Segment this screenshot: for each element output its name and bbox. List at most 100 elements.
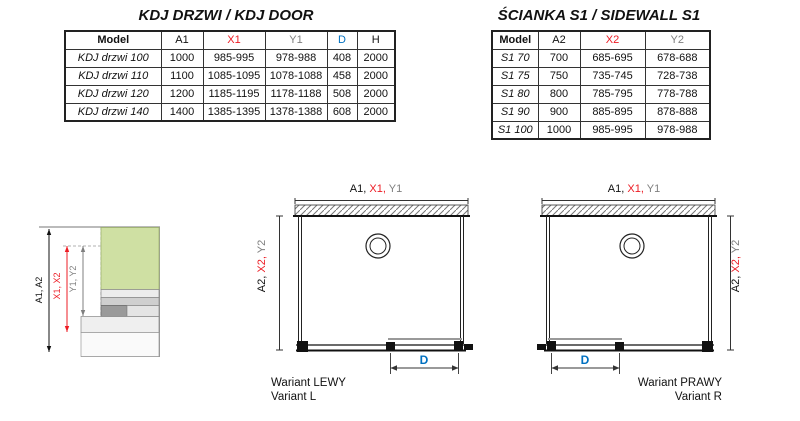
profile-layers bbox=[80, 289, 160, 357]
cell: 685-695 bbox=[579, 48, 646, 68]
cell-model: S1 100 bbox=[491, 120, 539, 140]
cell: 785-795 bbox=[579, 84, 646, 104]
cell: 1000 bbox=[537, 120, 581, 140]
variant-right-diagram: A1, X1, Y1 A2, X2, Y2 bbox=[528, 183, 742, 383]
variant-left-diagram: A1, X1, Y1 A2, X2, Y2 bbox=[256, 183, 482, 383]
cell: 978-988 bbox=[264, 48, 328, 68]
caption-line: Wariant PRAWY bbox=[637, 377, 722, 389]
sidewall-spec-table: Model A2 X2 Y2 S1 70 700 685-695 678-688… bbox=[491, 30, 711, 140]
top-dimension-label: A1, X1, Y1 bbox=[528, 183, 740, 195]
cell: 700 bbox=[537, 48, 581, 68]
cell: 678-688 bbox=[644, 48, 711, 68]
label-a1: A1, bbox=[349, 183, 367, 195]
glass-walls bbox=[546, 216, 712, 344]
cell: 1000 bbox=[160, 48, 204, 68]
cell: 900 bbox=[537, 102, 581, 122]
label-a1: A1, bbox=[607, 183, 625, 195]
col-header-model: Model bbox=[64, 30, 162, 50]
table-row: S1 75 750 735-745 728-738 bbox=[491, 66, 711, 86]
cell: 778-788 bbox=[644, 84, 711, 104]
cell: 728-738 bbox=[644, 66, 711, 86]
cell: 2000 bbox=[356, 48, 396, 68]
profile-detail-drawing: A1, A2 X1, X2 Y1, Y2 bbox=[34, 226, 160, 357]
cell-model: S1 75 bbox=[491, 66, 539, 86]
cell: 1185-1195 bbox=[202, 84, 266, 104]
cell: 800 bbox=[537, 84, 581, 104]
top-dimension-label: A1, X1, Y1 bbox=[270, 183, 482, 195]
table-row: KDJ drzwi 120 1200 1185-1195 1178-1188 5… bbox=[64, 84, 396, 104]
table-row: S1 100 1000 985-995 978-988 bbox=[491, 120, 711, 140]
sidewall-header-row: Model A2 X2 Y2 bbox=[491, 30, 711, 50]
table-row: S1 90 900 885-895 878-888 bbox=[491, 102, 711, 122]
variant-left-drawing: D bbox=[276, 198, 473, 374]
cell: 1200 bbox=[160, 84, 204, 104]
cell: 1400 bbox=[160, 102, 204, 122]
cell: 458 bbox=[326, 66, 358, 86]
dimension-x: X1, X2 bbox=[52, 246, 70, 332]
label-x2: X2, bbox=[256, 256, 268, 273]
profile-section-detail: A1, A2 X1, X2 Y1, Y2 bbox=[33, 222, 163, 362]
side-dimension-line bbox=[727, 215, 734, 351]
wall-tile-area bbox=[100, 227, 160, 290]
wall-section bbox=[293, 204, 470, 217]
table-row: S1 80 800 785-795 778-788 bbox=[491, 84, 711, 104]
cell-model: S1 80 bbox=[491, 84, 539, 104]
col-header-a2: A2 bbox=[537, 30, 581, 50]
cell-model: KDJ drzwi 110 bbox=[64, 66, 162, 86]
col-header-y2: Y2 bbox=[644, 30, 711, 50]
door-rail bbox=[296, 338, 473, 352]
door-rail bbox=[537, 338, 714, 352]
cell: 608 bbox=[326, 102, 358, 122]
col-header-x1: X1 bbox=[202, 30, 266, 50]
cell: 985-995 bbox=[579, 120, 646, 140]
label-y2: Y2 bbox=[256, 239, 268, 254]
label-a2: A2, bbox=[256, 275, 268, 293]
cell: 2000 bbox=[356, 84, 396, 104]
top-dimension-line bbox=[541, 198, 716, 204]
col-header-a1: A1 bbox=[160, 30, 204, 50]
cell-model: S1 70 bbox=[491, 48, 539, 68]
table-row: KDJ drzwi 100 1000 985-995 978-988 408 2… bbox=[64, 48, 396, 68]
col-header-d: D bbox=[326, 30, 358, 50]
col-header-y1: Y1 bbox=[264, 30, 328, 50]
cell: 1085-1095 bbox=[202, 66, 266, 86]
table-row: KDJ drzwi 140 1400 1385-1395 1378-1388 6… bbox=[64, 102, 396, 122]
label-y1: Y1 bbox=[646, 183, 661, 195]
cell: 985-995 bbox=[202, 48, 266, 68]
cell: 408 bbox=[326, 48, 358, 68]
cell-model: KDJ drzwi 120 bbox=[64, 84, 162, 104]
variant-left-caption: Wariant LEWY Variant L bbox=[271, 376, 346, 404]
cell: 1100 bbox=[160, 66, 204, 86]
cell-model: KDJ drzwi 140 bbox=[64, 102, 162, 122]
dimension-d: D bbox=[390, 353, 459, 374]
cell: 508 bbox=[326, 84, 358, 104]
detail-label-a: A1, A2 bbox=[34, 277, 44, 304]
cell: 1385-1395 bbox=[202, 102, 266, 122]
cell-model: S1 90 bbox=[491, 102, 539, 122]
door-spec-table: Model A1 X1 Y1 D H KDJ drzwi 100 1000 98… bbox=[64, 30, 396, 122]
variant-right-caption: Wariant PRAWY Variant R bbox=[528, 376, 722, 404]
detail-label-y: Y1, Y2 bbox=[68, 266, 78, 293]
cell: 978-988 bbox=[644, 120, 711, 140]
cell: 878-888 bbox=[644, 102, 711, 122]
dimension-a: A1, A2 bbox=[34, 229, 52, 352]
caption-line: Variant L bbox=[271, 391, 317, 403]
side-dimension-line bbox=[276, 215, 283, 351]
cell: 735-745 bbox=[579, 66, 646, 86]
cell: 2000 bbox=[356, 102, 396, 122]
cell: 1178-1188 bbox=[264, 84, 328, 104]
drain-circle bbox=[365, 233, 391, 259]
label-y1: Y1 bbox=[388, 183, 403, 195]
sidewall-section-title: ŚCIANKA S1 / SIDEWALL S1 bbox=[497, 7, 701, 24]
cell: 1078-1088 bbox=[264, 66, 328, 86]
col-header-x2: X2 bbox=[579, 30, 646, 50]
cell: 1378-1388 bbox=[264, 102, 328, 122]
cell: 885-895 bbox=[579, 102, 646, 122]
cell-model: KDJ drzwi 100 bbox=[64, 48, 162, 68]
caption-line: Wariant LEWY bbox=[271, 377, 346, 389]
dimension-d: D bbox=[551, 353, 620, 374]
dim-d-label: D bbox=[581, 353, 590, 367]
col-header-model: Model bbox=[491, 30, 539, 50]
door-header-row: Model A1 X1 Y1 D H bbox=[64, 30, 396, 50]
wall-section bbox=[540, 204, 717, 217]
